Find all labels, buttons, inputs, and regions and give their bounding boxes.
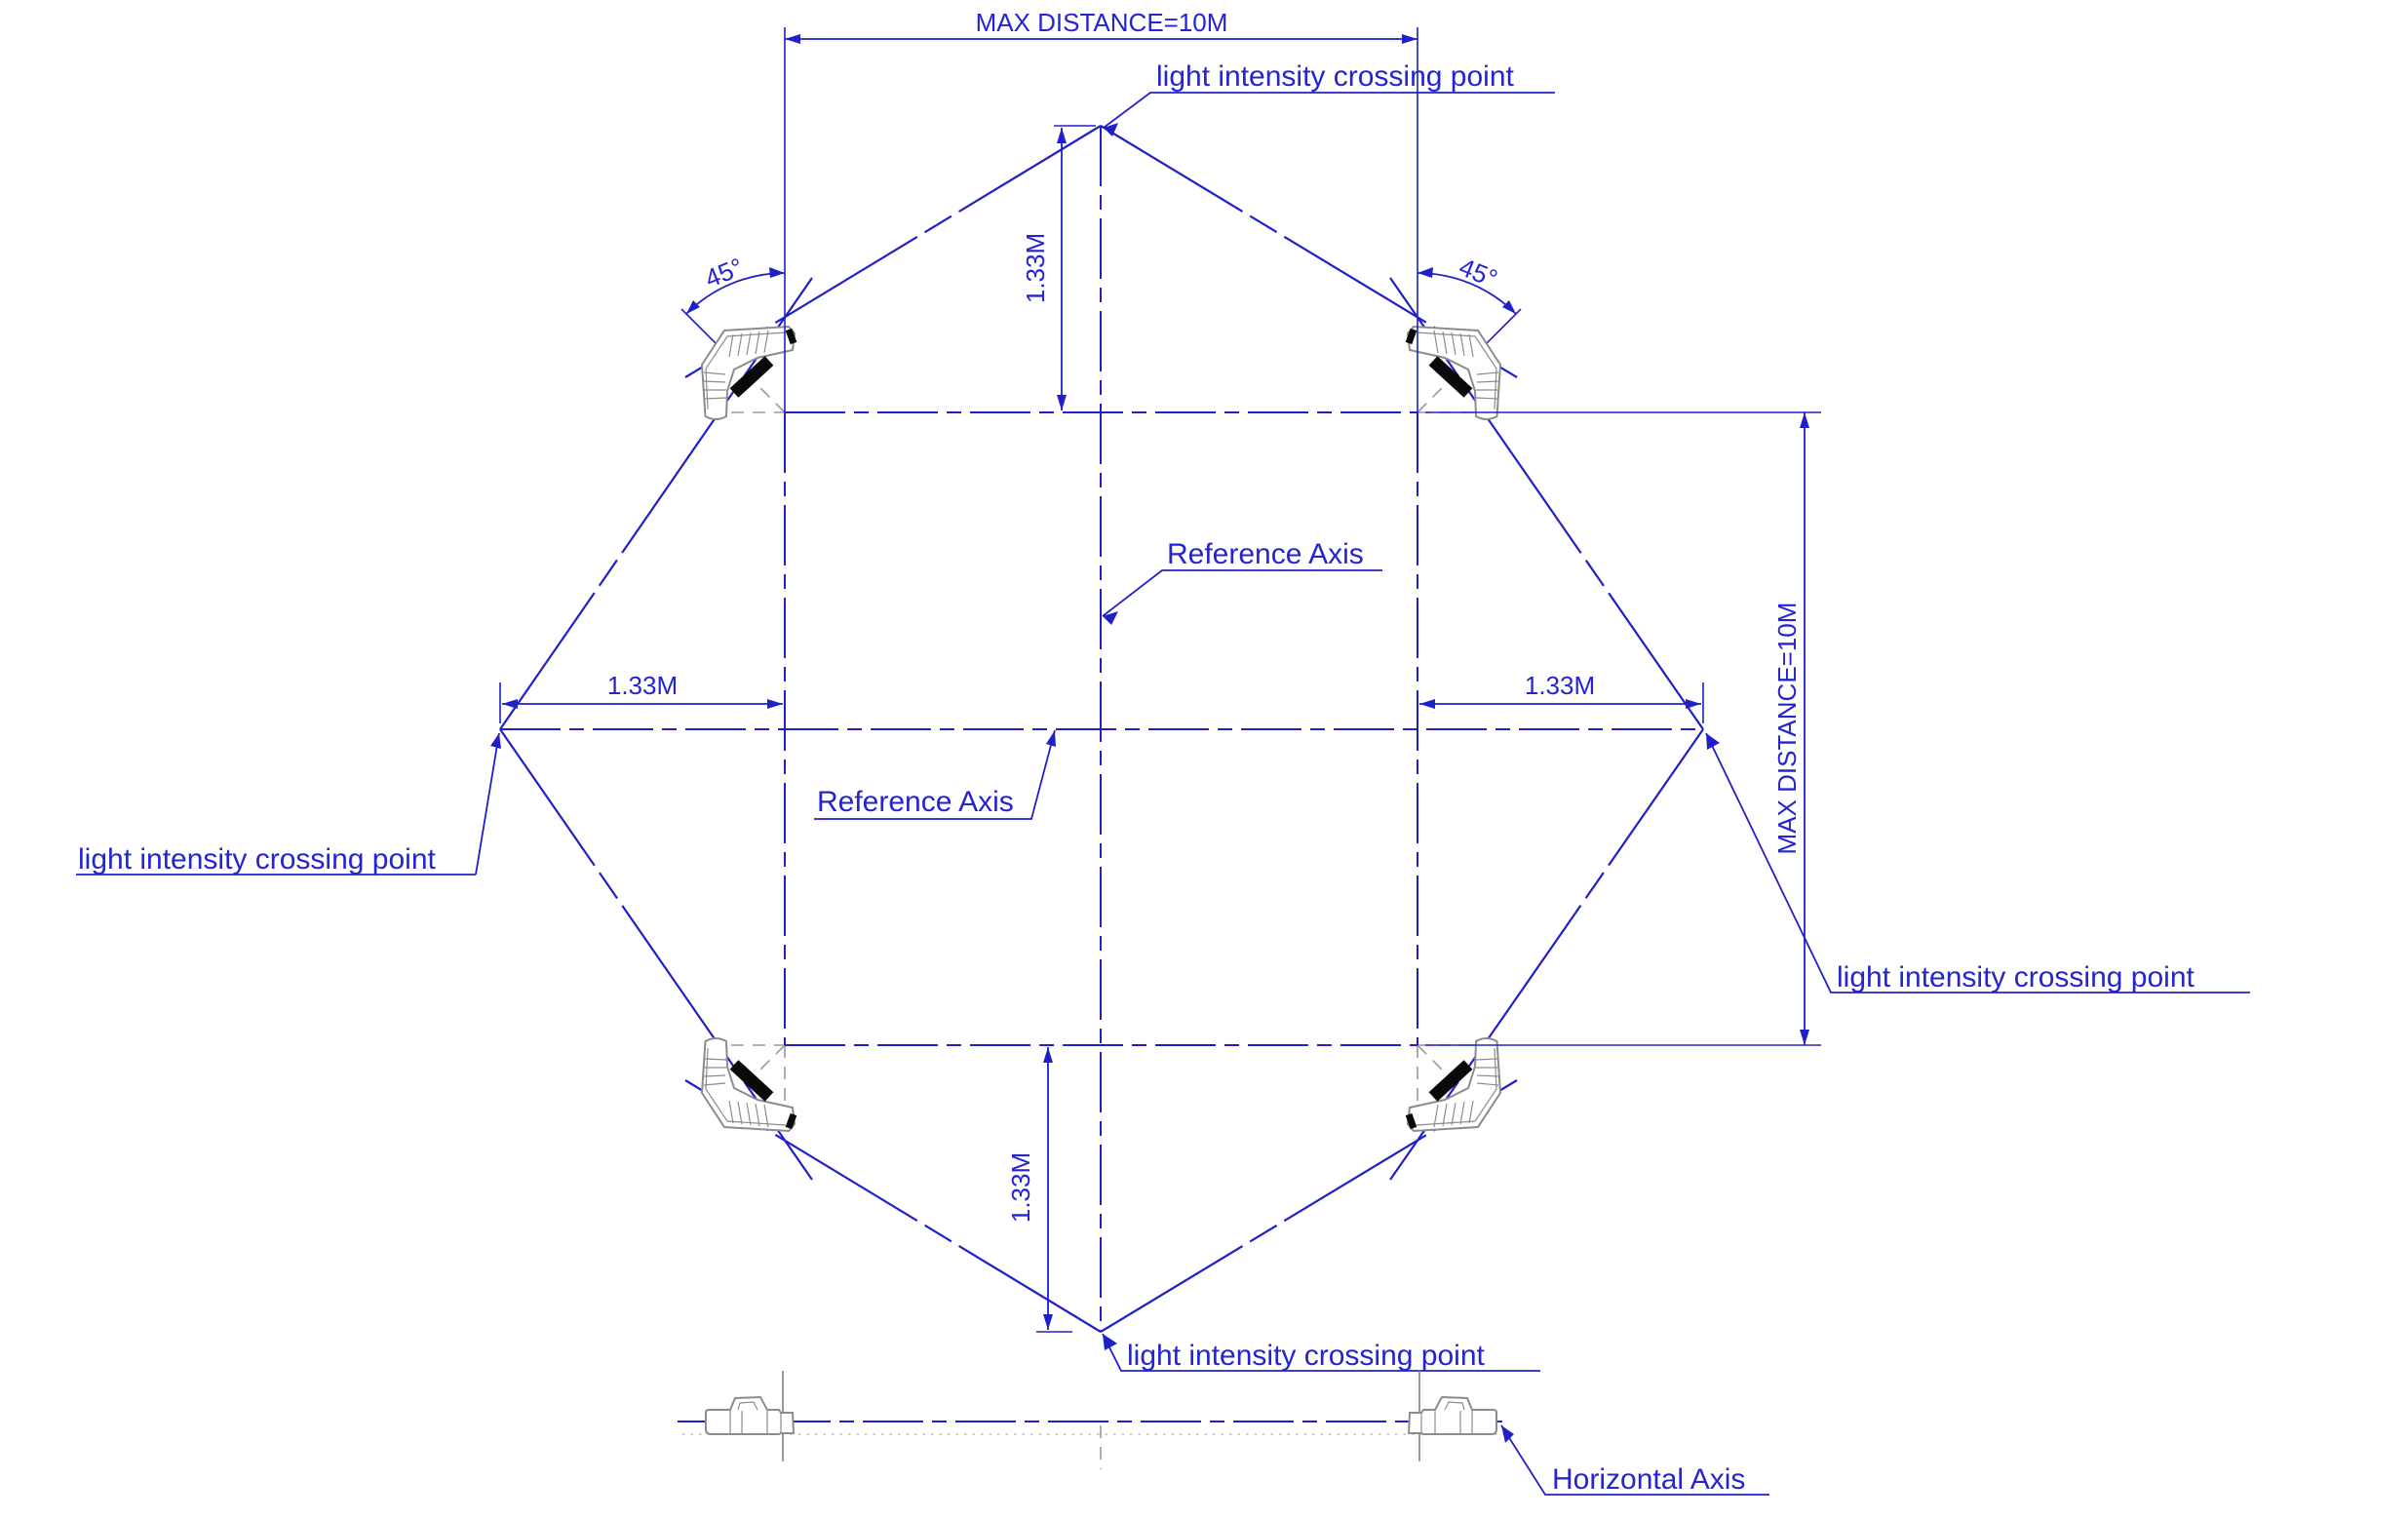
label-reference-axis-vertical: Reference Axis xyxy=(1102,538,1382,625)
offset-right-label: 1.33M xyxy=(1525,671,1595,700)
reference-axes xyxy=(500,126,1703,1332)
dimension-angle-top-right: 45° xyxy=(1417,252,1517,315)
label-reference-axis-horizontal: Reference Axis xyxy=(814,729,1056,820)
dimension-offset-left: 1.33M xyxy=(499,671,783,723)
side-view-sensor-right xyxy=(1408,1396,1497,1435)
dimension-max-distance-top: MAX DISTANCE=10M xyxy=(784,8,1418,412)
offset-bottom-label: 1.33M xyxy=(1006,1152,1035,1223)
max-distance-top-label: MAX DISTANCE=10M xyxy=(976,8,1228,37)
dimension-angle-top-left: 45° xyxy=(685,252,786,315)
corner-sensor-bottom-right xyxy=(1408,1038,1500,1131)
label-horizontal-axis: Horizontal Axis xyxy=(1500,1424,1769,1496)
reference-axis-horizontal-text: Reference Axis xyxy=(817,786,1014,818)
corner-sensor-top-right xyxy=(1408,327,1500,419)
label-crossing-point-top: light intensity crossing point xyxy=(1103,60,1555,136)
reference-axis-vertical-text: Reference Axis xyxy=(1167,538,1364,570)
dimension-offset-bottom: 1.33M xyxy=(1006,1047,1072,1333)
angle-right-label: 45° xyxy=(1456,252,1502,293)
offset-top-label: 1.33M xyxy=(1021,233,1050,303)
max-distance-right-label: MAX DISTANCE=10M xyxy=(1772,603,1802,855)
horizontal-axis-text: Horizontal Axis xyxy=(1552,1463,1745,1496)
crossing-point-bottom-text: light intensity crossing point xyxy=(1127,1340,1486,1372)
bottom-elevation-view: Horizontal Axis xyxy=(678,1371,1769,1496)
side-view-sensor-left xyxy=(705,1396,795,1435)
label-crossing-point-left: light intensity crossing point xyxy=(76,732,501,876)
offset-left-label: 1.33M xyxy=(607,671,678,700)
corner-sensor-top-left xyxy=(702,327,795,419)
dimension-offset-top: 1.33M xyxy=(1021,125,1096,410)
dimension-offset-right: 1.33M xyxy=(1419,671,1704,723)
angle-left-label: 45° xyxy=(701,252,748,293)
label-crossing-point-bottom: light intensity crossing point xyxy=(1102,1333,1540,1372)
crossing-point-right-text: light intensity crossing point xyxy=(1837,961,2195,993)
label-crossing-point-right: light intensity crossing point xyxy=(1705,732,2250,993)
crossing-point-top-text: light intensity crossing point xyxy=(1156,60,1515,93)
crossing-point-left-text: light intensity crossing point xyxy=(78,843,437,876)
corner-sensor-bottom-left xyxy=(702,1038,795,1131)
